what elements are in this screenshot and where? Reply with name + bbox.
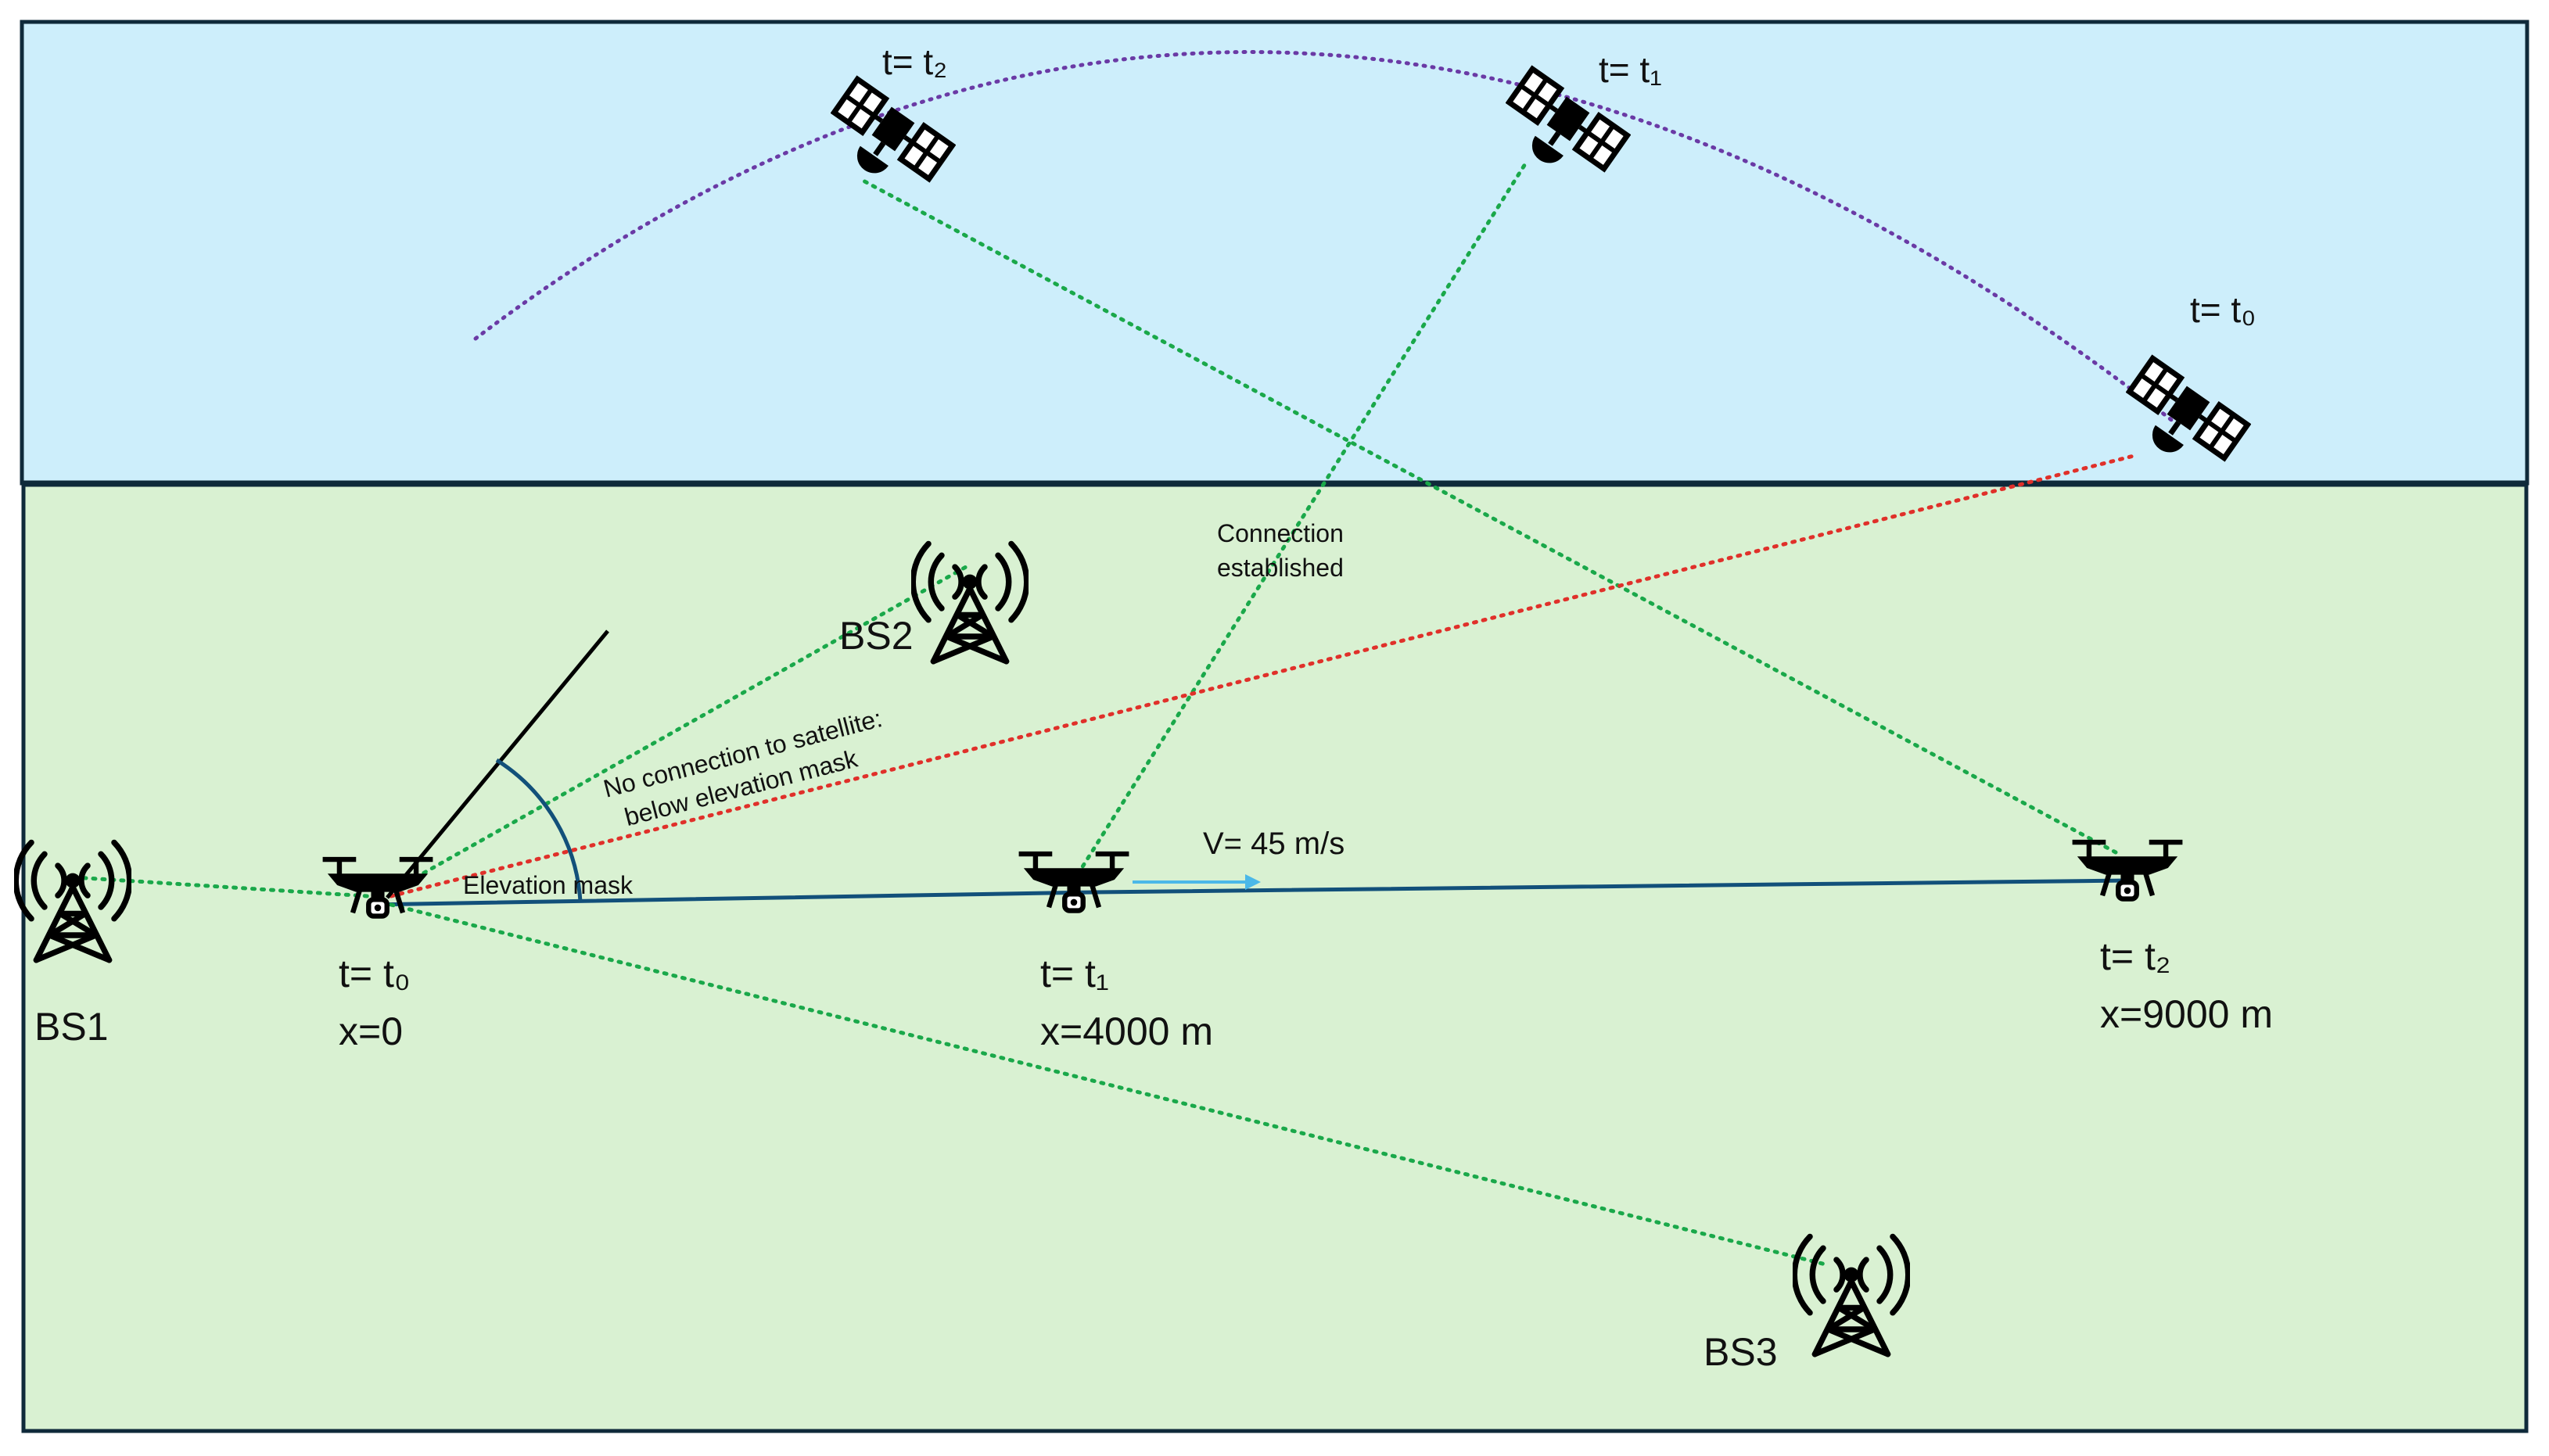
link-drone-t0-bs3 <box>389 902 1831 1268</box>
link-drone-t0-bs2 <box>389 565 968 894</box>
drone-position-label-x4000: x=4000 m <box>1040 1010 1213 1053</box>
link-bs1-drone-t0 <box>72 875 370 898</box>
elevation-mask-label: Elevation mask <box>463 871 634 899</box>
connection-label-line2: established <box>1217 554 1344 582</box>
drone-time-label-t0: t= t₀ <box>339 952 411 995</box>
sat-time-label-t1: t= t₁ <box>1599 49 1662 90</box>
drone-time-label-t2: t= t₂ <box>2100 934 2170 978</box>
sat-time-label-t2: t= t₂ <box>882 41 947 82</box>
link-drone-t2-sat-t2 <box>856 176 2118 855</box>
sat-time-label-t0: t= t₀ <box>2190 289 2256 330</box>
satellite-orbit <box>473 50 2177 425</box>
connection-label-line1: Connection <box>1217 519 1344 547</box>
link-drone-t1-sat-t1 <box>1075 158 1530 877</box>
bs3-label: BS3 <box>1704 1330 1778 1374</box>
sky-region <box>20 20 2529 486</box>
link-drone-t0-sat-t0-blocked <box>389 454 2136 898</box>
bs2-label: BS2 <box>839 614 914 658</box>
bs1-label: BS1 <box>34 1005 109 1049</box>
velocity-arrow <box>1133 874 1261 890</box>
drone-position-label-x9000: x=9000 m <box>2100 992 2273 1036</box>
drone-position-label-x0: x=0 <box>339 1010 403 1053</box>
elevation-mask-line <box>386 629 609 899</box>
velocity-label: V= 45 m/s <box>1203 827 1345 861</box>
drone-time-label-t1: t= t₁ <box>1040 952 1109 995</box>
ground-region <box>21 482 2529 1433</box>
elevation-mask-arc <box>495 758 583 903</box>
